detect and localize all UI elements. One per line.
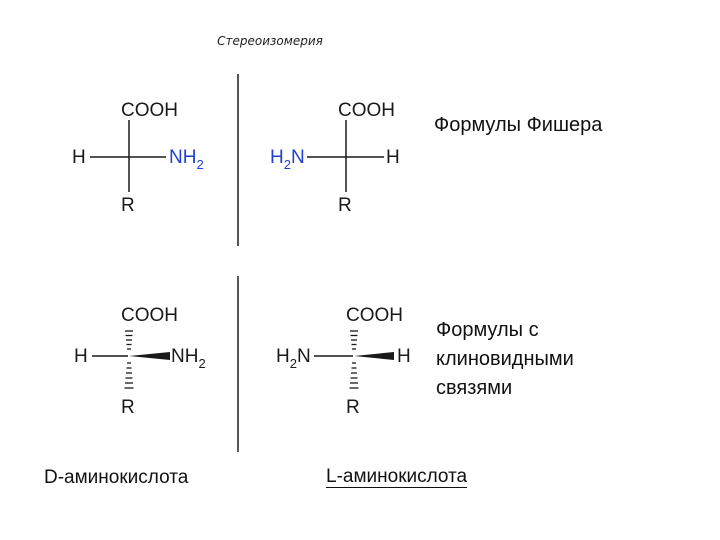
fischer-l-structure: COOH H2N H R — [270, 100, 400, 216]
wedge-d-bold-wedge — [129, 352, 170, 360]
wedge-d-nh2: NH2 — [171, 346, 206, 371]
wedge-label-line-1: Формулы с — [436, 319, 539, 341]
fischer-d-cooh: COOH — [121, 100, 178, 121]
wedge-d-r: R — [121, 397, 135, 418]
wedge-l-n: N — [297, 346, 311, 367]
slide-title: Стереоизомерия — [217, 34, 323, 48]
wedge-l-h2n: H2N — [276, 346, 311, 371]
wedge-d-h: H — [74, 346, 88, 367]
wedge-d-top-hash — [125, 330, 133, 350]
wedge-d-nh: NH — [171, 346, 198, 367]
wedge-l-r: R — [346, 397, 360, 418]
fischer-d-sub2: 2 — [196, 157, 203, 172]
wedge-d-bottom-hash — [124, 362, 134, 389]
fischer-l-sub2: 2 — [284, 157, 291, 172]
fischer-l-h: H — [270, 147, 284, 168]
fischer-d-r: R — [121, 195, 135, 216]
wedge-formulas-label: Формулы с клиновидными связями — [436, 316, 574, 403]
l-amino-acid-caption: L-аминокислота — [326, 466, 468, 488]
wedge-l-sub2: 2 — [290, 356, 297, 371]
fischer-l-r: R — [338, 195, 352, 216]
fischer-l-n: N — [291, 147, 305, 168]
wedge-l-cooh: COOH — [346, 305, 403, 326]
fischer-formulas-label: Формулы Фишера — [434, 114, 603, 136]
wedge-d-structure: COOH H NH2 R — [74, 305, 206, 418]
wedge-l-h-right: H — [397, 346, 411, 367]
fischer-d-structure: COOH H NH2 R — [72, 100, 204, 216]
fischer-d-h: H — [72, 147, 86, 168]
fischer-l-cooh: COOH — [338, 100, 395, 121]
wedge-l-bottom-hash — [349, 362, 359, 389]
wedge-label-line-3: связями — [436, 377, 513, 399]
wedge-d-cooh: COOH — [121, 305, 178, 326]
fischer-d-nh2: NH2 — [169, 147, 204, 172]
wedge-l-bold-wedge — [354, 352, 394, 360]
wedge-d-sub2: 2 — [198, 356, 205, 371]
wedge-l-h: H — [276, 346, 290, 367]
wedge-l-top-hash — [350, 330, 358, 350]
d-amino-acid-caption: D-аминокислота — [44, 467, 189, 488]
fischer-d-nh: NH — [169, 147, 196, 168]
fischer-l-h2n: H2N — [270, 147, 305, 172]
wedge-label-line-2: клиновидными — [436, 348, 574, 370]
wedge-l-structure: COOH H2N H R — [276, 305, 411, 418]
fischer-l-h-right: H — [386, 147, 400, 168]
